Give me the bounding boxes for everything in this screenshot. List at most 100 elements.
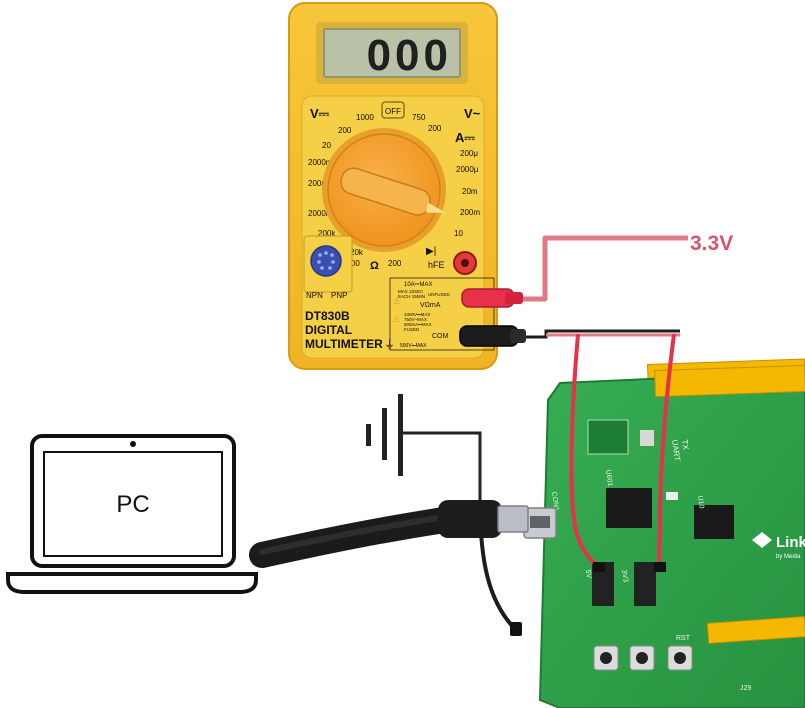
- range-label: 20k: [350, 248, 364, 257]
- ground-symbol: [366, 394, 482, 500]
- vohm-note: 1000V⎓MAX: [404, 312, 430, 317]
- dial-pointer-icon: [426, 202, 447, 214]
- laptop-screen: [43, 451, 223, 557]
- silk-label: RST: [676, 635, 691, 642]
- vohm-note: FUSED: [404, 327, 420, 332]
- range-label: 200μ: [460, 149, 478, 158]
- silk-label: U10: [696, 495, 705, 509]
- ground-plate: [366, 424, 371, 446]
- ground-plate: [382, 408, 387, 460]
- multimeter: 000 V⎓ V~ A⎓ OFF 1000 200 20 2000m 200m …: [288, 2, 498, 370]
- silk-label: UART: [670, 439, 682, 462]
- component: [640, 430, 654, 446]
- range-label: 1000: [356, 113, 374, 122]
- component: [666, 492, 678, 500]
- silk-label: TX: [680, 439, 690, 451]
- com-label: COM: [432, 333, 449, 340]
- brand-sub-label: by Media: [776, 554, 801, 560]
- diode-icon: ▶|: [426, 246, 436, 257]
- hfe-label: hFE: [428, 260, 445, 270]
- silk-label: CON1: [550, 491, 560, 511]
- range-label: 200k: [318, 229, 336, 238]
- ground-wire: [403, 431, 482, 500]
- push-button-cap: [636, 652, 648, 664]
- title-line-2: MULTIMETER: [305, 337, 383, 351]
- lcd-reading: 000: [367, 31, 452, 80]
- jack-10a-note: EACH 15MIN: [398, 294, 425, 299]
- lcd-screen: [323, 28, 461, 78]
- jack-panel: [389, 277, 495, 351]
- red-wire-3v3: [520, 235, 688, 302]
- usb-cable-jacket: [249, 507, 457, 568]
- warning-icon: ⚠: [393, 297, 400, 306]
- board-jumpers: [569, 333, 676, 572]
- probe-wiring: 3.3V: [459, 232, 733, 347]
- vohm-note: 500mA⎓MAX: [404, 322, 432, 327]
- range-label: 200: [338, 126, 352, 135]
- range-label: 20m: [462, 187, 478, 196]
- chip-outline: [587, 419, 629, 455]
- off-label: OFF: [385, 107, 401, 116]
- dcv-symbol: V⎓: [310, 106, 330, 121]
- ground-lead-clip: [510, 622, 522, 636]
- transistor-socket[interactable]: [310, 245, 342, 277]
- pin-header-left: [592, 562, 614, 606]
- black-probe-boot: [510, 329, 526, 343]
- push-button-cap: [674, 652, 686, 664]
- dev-board: UART TX U601 U10 3V3 5V RST J29 CON1 Lin…: [523, 358, 805, 708]
- usb-plug-metal: [497, 505, 529, 533]
- voltage-label: 3.3V: [690, 232, 733, 255]
- model-label: DT830B: [305, 309, 350, 323]
- jumper-wire-5v: [569, 333, 600, 568]
- npn-label: NPN: [306, 291, 323, 300]
- mcu-chip: [606, 488, 652, 528]
- silk-label: 5V: [584, 569, 592, 579]
- jack-10a-label: 10A⎓MAX: [404, 282, 432, 288]
- off-box: [381, 101, 405, 119]
- usb-port-opening: [530, 516, 550, 528]
- range-label: 200m: [308, 179, 328, 188]
- silk-label: J29: [740, 685, 751, 692]
- warning-icon: ⚠: [393, 315, 400, 324]
- chip: [694, 505, 734, 539]
- brand-logo-icon: [752, 532, 772, 548]
- silk-label: U601: [604, 469, 613, 487]
- range-label: 200: [428, 124, 442, 133]
- webcam-icon: [130, 441, 136, 447]
- usb-cable-highlight: [259, 514, 447, 555]
- range-label: 20: [322, 141, 331, 150]
- range-label: 2000m: [308, 158, 333, 167]
- black-probe-plug[interactable]: [459, 325, 519, 347]
- com-note: 500V⎓MAX: [400, 343, 427, 349]
- acv-symbol: V~: [464, 106, 481, 121]
- jack-unfused-label: UNFUSED: [428, 292, 451, 297]
- laptop: PC: [6, 434, 258, 594]
- pnp-label: PNP: [331, 291, 347, 300]
- ground-plate: [398, 394, 403, 476]
- jack-10a-note: MAX 10SEC: [398, 289, 424, 294]
- ground-icon: ⏚: [384, 338, 395, 351]
- jumper-wire-3v3: [657, 333, 676, 567]
- jumper-connector: [593, 562, 605, 572]
- silk-label: 3V3: [620, 569, 629, 582]
- range-label: 10: [454, 229, 463, 238]
- usb-plug-body[interactable]: [438, 500, 502, 538]
- jack-vohm-label: VΩmA: [420, 302, 441, 309]
- brand-label: Link: [776, 534, 805, 551]
- red-probe-boot: [505, 292, 523, 304]
- range-label: 200: [388, 259, 402, 268]
- pin-header-right: [634, 562, 656, 606]
- push-button-cap: [600, 652, 612, 664]
- pc-label: PC: [116, 491, 149, 518]
- jumper-connector: [654, 562, 666, 572]
- range-label: 750: [412, 113, 426, 122]
- 10a-jack-hole: [461, 259, 469, 267]
- ohm-symbol: Ω: [370, 260, 379, 272]
- range-label: 200m: [460, 208, 480, 217]
- vohm-note: 750V~MAX: [404, 317, 427, 322]
- title-line-1: DIGITAL: [305, 323, 352, 337]
- laptop-base: [6, 572, 258, 594]
- range-label: 2000k: [308, 209, 331, 218]
- amp-symbol: A⎓: [455, 130, 475, 145]
